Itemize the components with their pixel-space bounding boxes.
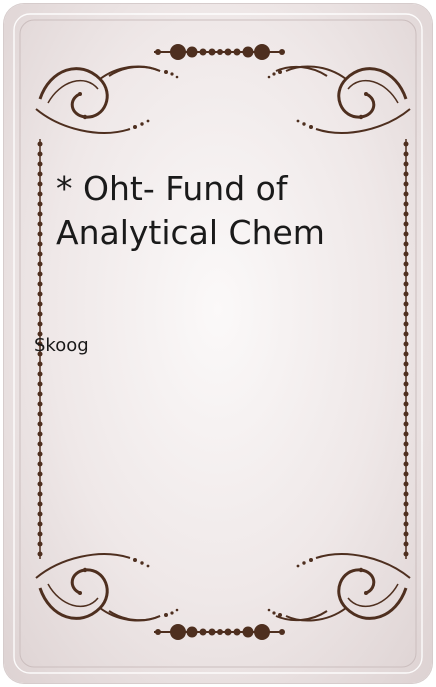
- top-right-swirl: [266, 64, 412, 135]
- top-left-swirl: [34, 64, 180, 135]
- card-author: Skoog: [34, 335, 89, 356]
- ornamental-frame: [13, 13, 423, 674]
- right-bead-border: [403, 139, 409, 559]
- bottom-bead-bar: [154, 624, 285, 640]
- card-title: * Oht- Fund of Analytical Chem: [56, 169, 325, 252]
- top-bead-bar: [154, 44, 285, 60]
- flashcard: * Oht- Fund of Analytical Chem Skoog: [4, 4, 432, 683]
- left-bead-border: [37, 139, 43, 559]
- bottom-right-swirl: [266, 552, 412, 623]
- bottom-left-swirl: [34, 552, 180, 623]
